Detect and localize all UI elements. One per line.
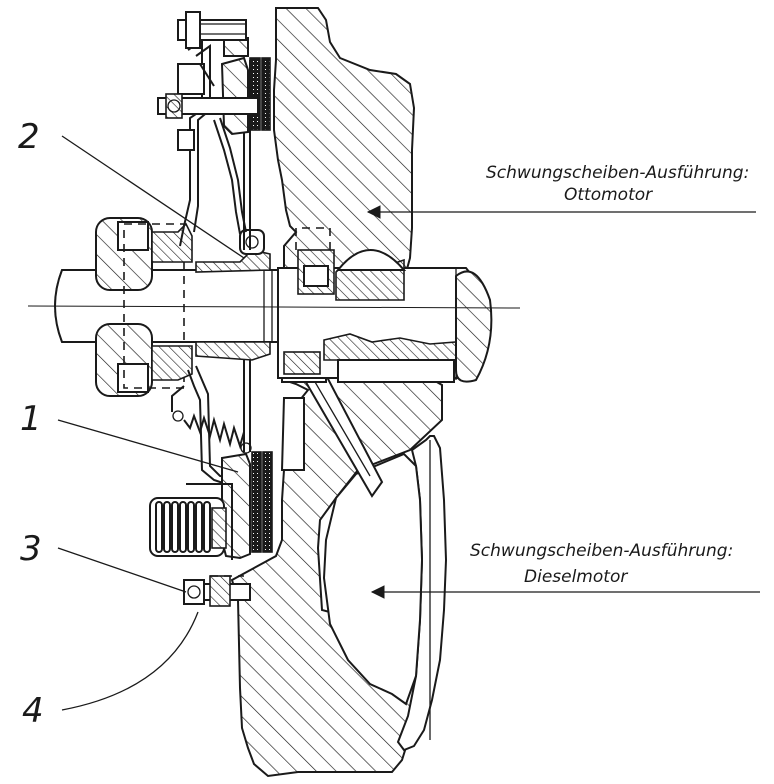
release-lever-upper (213, 119, 241, 235)
shaft-end-dash (54, 269, 63, 343)
adjusting-nut-face (167, 99, 181, 113)
clutch-cover-lower (187, 369, 233, 487)
rim-washer (209, 575, 231, 607)
friction-lining-upper-1 (249, 57, 261, 131)
leader-lines (57, 135, 760, 711)
otto-engine-label: Ottomotor (564, 185, 653, 205)
spring-coils (155, 501, 211, 553)
adjusting-bolt (157, 97, 259, 115)
crank-key (337, 359, 455, 383)
diesel-engine-label: Dieselmotor (524, 567, 628, 587)
callout-labels: 2 1 3 4 (18, 117, 44, 731)
hub-upper (195, 249, 271, 273)
lever-pivot-block (177, 63, 205, 95)
spring-guide (186, 483, 233, 560)
callout-4: 4 (22, 691, 44, 731)
top-bolt-head (185, 11, 201, 49)
pressure-plate-upper (220, 56, 249, 136)
hub-lower (195, 341, 271, 361)
pressure-spring (149, 483, 233, 560)
release-sleeve-lower (151, 345, 193, 381)
collar-nut-lower (117, 363, 149, 393)
diesel-heading: Schwungscheiben-Ausführung: (470, 541, 733, 561)
otto-heading: Schwungscheiben-Ausführung: (486, 163, 749, 183)
arrow-diesel (370, 585, 385, 599)
channel-line (307, 369, 371, 477)
leader-1 (57, 419, 239, 473)
lever-eye (177, 129, 195, 151)
pressure-plate-assembly (157, 11, 273, 560)
return-spring (171, 385, 252, 454)
friction-lining-lower-2 (262, 451, 273, 553)
spring-hook-top (172, 410, 184, 422)
lower-step (280, 397, 305, 471)
arrow-otto (366, 205, 381, 219)
collar-nut-upper (117, 221, 149, 251)
spring-seat (211, 507, 227, 549)
centerline (27, 305, 521, 309)
pilot-bearing (283, 227, 335, 375)
callout-1: 1 (20, 399, 42, 439)
adjusting-nut (165, 93, 183, 119)
spring-hook-bottom (240, 442, 252, 454)
release-sleeve-upper (151, 222, 193, 263)
pilot-bearing-lower (283, 351, 321, 375)
hub-rivet (239, 229, 265, 255)
callout-2: 2 (18, 117, 40, 157)
friction-lining-lower-1 (251, 451, 262, 553)
pilot-bearing-roller (303, 265, 329, 287)
rim-bolt-face (187, 585, 201, 599)
return-spring-coil (183, 413, 245, 450)
annotations: Schwungscheiben-Ausführung: Ottomotor Sc… (470, 163, 749, 587)
diesel-cutout (322, 452, 424, 706)
leader-4 (61, 611, 199, 711)
leader-3 (57, 547, 187, 593)
friction-lining-upper-2 (261, 57, 271, 131)
hub-rivet-head (245, 235, 259, 249)
leader-2 (61, 135, 245, 259)
bearing-hidden-outline (123, 223, 185, 389)
callout-3: 3 (20, 529, 42, 569)
rim-bolt (183, 575, 251, 607)
crankshaft (277, 249, 493, 383)
rim-bolt-head (183, 579, 205, 605)
release-lever-upper-2 (219, 117, 247, 233)
lever-pivot-edge (199, 63, 215, 87)
spring-anchor (171, 385, 185, 412)
crankshaft-socket (335, 249, 407, 271)
crank-cut-face (455, 270, 493, 383)
